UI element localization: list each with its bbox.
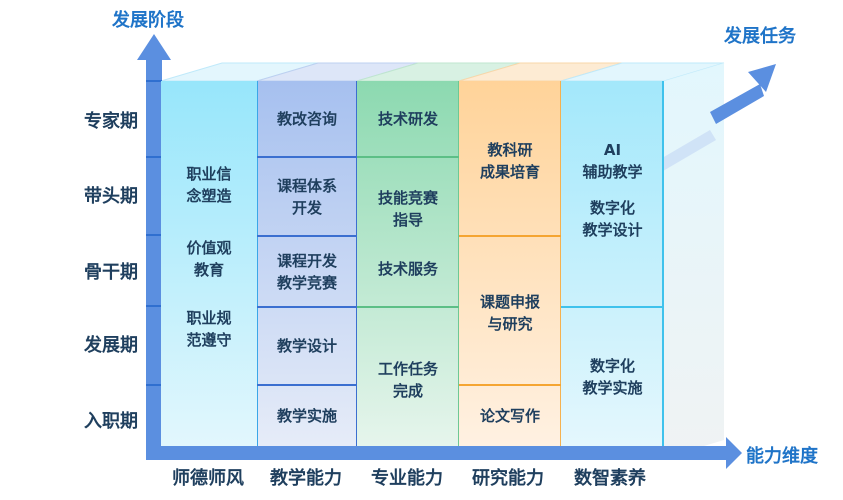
task-cell: 职业规范遵守 (186, 309, 232, 349)
column-ethics (161, 81, 257, 446)
stage-label: 专家期 (84, 111, 138, 132)
task-cell: 技能竞赛指导 (377, 189, 438, 229)
stage-label: 发展期 (84, 335, 138, 356)
divider (357, 306, 459, 308)
task-cell: 工作任务完成 (377, 360, 438, 400)
task-cell: 技术研发 (377, 109, 438, 128)
column-digital (561, 81, 664, 446)
dimension-label: 专业能力 (371, 468, 443, 489)
task-cell: 教学实施 (276, 407, 337, 425)
task-cell: 教学设计 (276, 337, 337, 355)
task-cell: 教改咨询 (276, 110, 337, 128)
stage-label: 带头期 (84, 186, 138, 207)
divider (357, 156, 459, 158)
task-cell: 数字化教学设计 (582, 199, 643, 239)
task-cell: 课题申报与研究 (479, 293, 540, 333)
divider (561, 306, 664, 308)
divider (459, 384, 561, 386)
dimension-label: 教学能力 (270, 468, 342, 489)
dimension-label: 研究能力 (472, 468, 544, 489)
dimension-label: 数智素养 (574, 468, 646, 489)
divider (257, 306, 357, 308)
task-cell: 数字化教学实施 (582, 357, 643, 397)
divider (257, 235, 357, 237)
task-cell: 课程开发教学竞赛 (276, 251, 337, 292)
x-axis-title: 能力维度 (746, 446, 818, 467)
divider (257, 384, 357, 386)
divider (459, 235, 561, 237)
divider (257, 156, 357, 158)
y-axis-title: 发展阶段 (112, 10, 184, 31)
stage-label: 入职期 (84, 411, 138, 432)
column-professional (357, 81, 459, 446)
stage-label: 骨干期 (84, 262, 138, 283)
task-cell: 职业信念塑造 (186, 165, 232, 205)
diagonal-axis-title: 发展任务 (724, 26, 796, 47)
task-cell: 技术服务 (377, 260, 438, 278)
task-cell: 论文写作 (479, 407, 540, 425)
task-cell: 价值观教育 (186, 239, 232, 279)
dimension-label: 师德师风 (172, 468, 244, 489)
task-cell: 教科研成果培育 (479, 141, 540, 181)
task-cell: 课程体系开发 (276, 176, 337, 217)
